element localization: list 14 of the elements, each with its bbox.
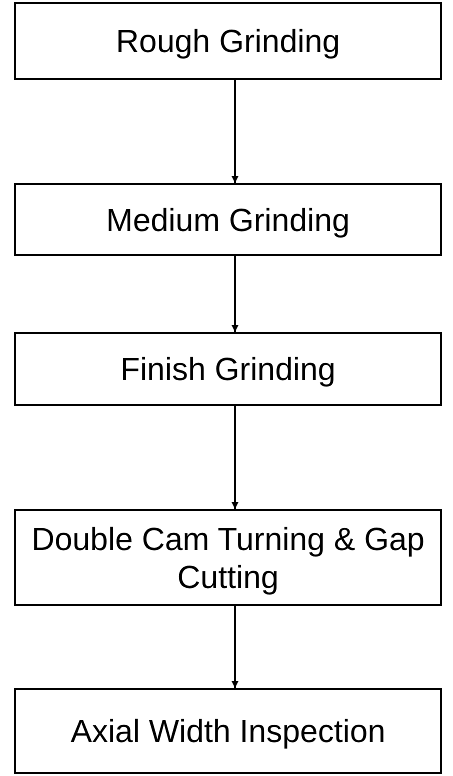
process-box: [14, 332, 442, 406]
step-label: Double Cam Turning & Gap Cutting: [30, 520, 426, 596]
process-box: [14, 688, 442, 774]
step-label: Axial Width Inspection: [70, 712, 386, 750]
step-label: Medium Grinding: [106, 200, 350, 238]
process-box: [14, 509, 442, 606]
step-label: Finish Grinding: [120, 350, 336, 388]
arrow: [232, 406, 238, 509]
arrow: [232, 606, 238, 688]
arrow: [232, 256, 238, 332]
process-box: [14, 183, 442, 256]
step-label: Rough Grinding: [116, 22, 340, 60]
arrow: [232, 80, 238, 183]
process-box: [14, 2, 442, 80]
